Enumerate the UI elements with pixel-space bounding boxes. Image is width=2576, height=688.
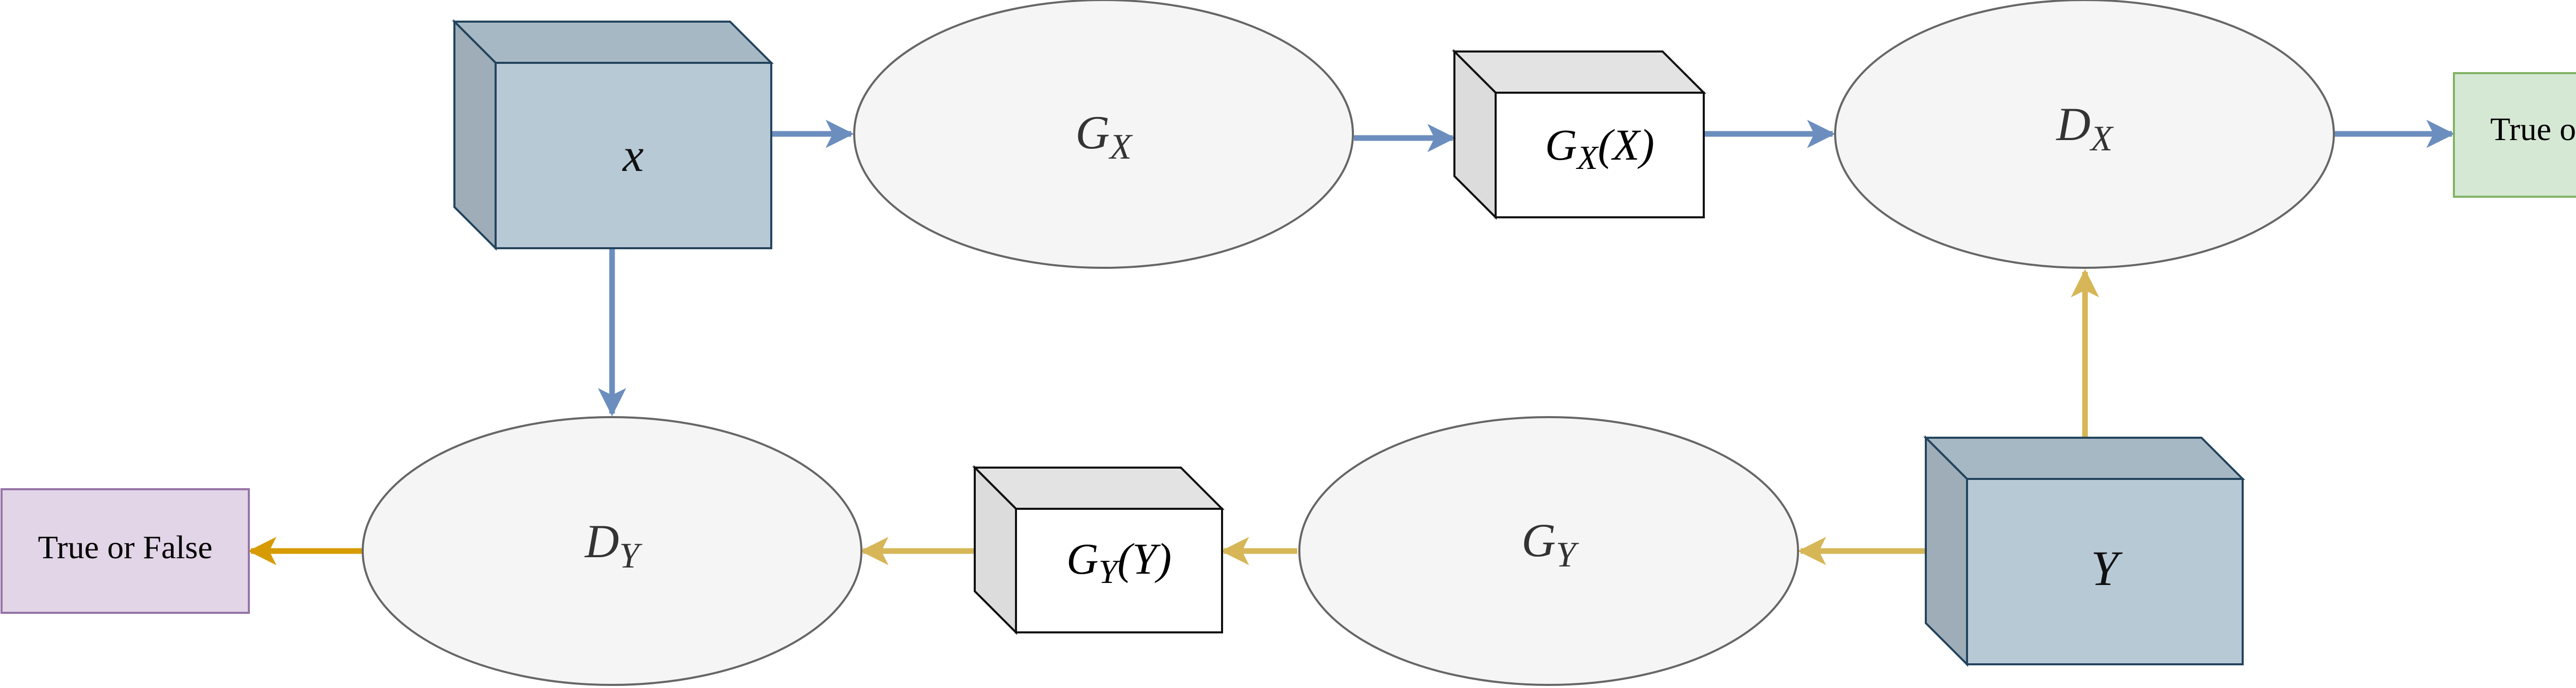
dy-result-box: True or False <box>1 488 250 614</box>
dy-result-label: True or False <box>38 529 213 565</box>
dx-discriminator-node: DX <box>1834 0 2335 269</box>
dy-discriminator-node: DY <box>362 416 862 686</box>
gx-generator-node: GX <box>853 0 1354 269</box>
gx-output-box: GX(X) <box>1452 49 1706 220</box>
x-input-cube: x <box>452 19 774 251</box>
y-input-cube: Y <box>1923 435 2245 667</box>
gy-generator-label: GY <box>1521 514 1579 575</box>
dx-result-box: True or False <box>2453 72 2576 198</box>
gy-output-box: GY(Y) <box>972 465 1225 635</box>
gx-generator-label: GX <box>1075 106 1133 167</box>
gx-output-label: GX(X) <box>1545 120 1654 177</box>
x-input-label: x <box>622 129 644 181</box>
dy-discriminator-label: DY <box>584 515 642 576</box>
y-input-label: Y <box>2091 541 2123 596</box>
gy-output-label: GY(Y) <box>1066 534 1172 591</box>
dx-result-label: True or False <box>2490 111 2576 147</box>
gy-generator-node: GY <box>1298 416 1799 686</box>
dx-discriminator-label: DX <box>2055 98 2114 159</box>
